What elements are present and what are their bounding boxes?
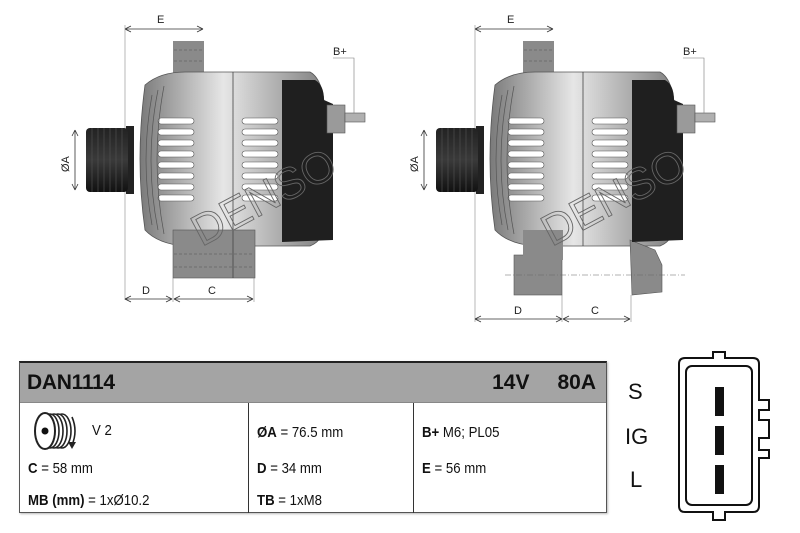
pin-s bbox=[715, 387, 724, 416]
spec-a: ØA = 76.5 mm bbox=[257, 424, 343, 441]
spec-e-value: = 56 mm bbox=[430, 460, 487, 477]
dim-label-c: C bbox=[591, 305, 599, 317]
dimension-d: D bbox=[474, 295, 563, 323]
dim-label-e: E bbox=[507, 14, 514, 26]
spec-d-key: D bbox=[257, 460, 267, 477]
dim-label-a: ØA bbox=[409, 155, 421, 172]
spec-column-2: ØA = 76.5 mm D = 34 mm TB = 1xM8 bbox=[249, 403, 414, 513]
spec-mb-key: MB (mm) bbox=[28, 492, 85, 509]
dim-label-bplus: B+ bbox=[333, 46, 347, 58]
spec-a-value: = 76.5 mm bbox=[276, 424, 344, 441]
spec-e-key: E bbox=[422, 460, 431, 477]
spec-a-key: ØA bbox=[257, 424, 277, 441]
spec-c-key: C bbox=[28, 460, 38, 477]
dim-label-d: D bbox=[514, 305, 522, 317]
pulley bbox=[436, 126, 484, 194]
dimension-a: ØA bbox=[409, 129, 428, 191]
spec-c-value: = 58 mm bbox=[37, 460, 93, 477]
dimension-c: C bbox=[172, 278, 255, 303]
spec-e: E = 56 mm bbox=[422, 460, 486, 477]
dimension-c: C bbox=[562, 295, 632, 323]
pin-ig bbox=[715, 426, 724, 455]
dim-label-c: C bbox=[208, 285, 216, 297]
spec-mb: MB (mm) = 1xØ10.2 bbox=[28, 492, 149, 509]
spec-tb: TB = 1xM8 bbox=[257, 492, 322, 509]
voltage: 14V bbox=[492, 370, 530, 394]
spec-body: V 2 C = 58 mm MB (mm) = 1xØ10.2 ØA = 76.… bbox=[20, 403, 606, 513]
spec-c: C = 58 mm bbox=[28, 460, 93, 477]
spec-tb-value: = 1xM8 bbox=[274, 492, 322, 509]
dim-label-a: ØA bbox=[60, 155, 72, 172]
alternator-drawing-front: E bbox=[40, 0, 380, 320]
spec-mb-value: = 1xØ10.2 bbox=[84, 492, 150, 509]
dim-label-d: D bbox=[142, 285, 150, 297]
spec-bplus-key: B+ bbox=[422, 424, 440, 441]
amperage: 80A bbox=[557, 370, 596, 394]
dimension-a: ØA bbox=[60, 129, 79, 191]
pin-l bbox=[715, 465, 724, 494]
pulley-spec: V 2 bbox=[32, 411, 115, 453]
spec-bplus-value: M6; PL05 bbox=[439, 424, 500, 441]
connector-diagram: S IG L bbox=[620, 345, 790, 525]
pulley-icon bbox=[34, 412, 76, 450]
part-number: DAN1114 bbox=[27, 370, 115, 394]
alternator-drawing-side: E bbox=[400, 0, 740, 330]
pulley bbox=[86, 126, 134, 194]
spec-tb-key: TB bbox=[257, 492, 275, 509]
pulley-label: V 2 bbox=[92, 421, 112, 439]
spec-bplus: B+ M6; PL05 bbox=[422, 424, 499, 441]
spec-column-3: B+ M6; PL05 E = 56 mm bbox=[414, 403, 606, 513]
pin-label-ig: IG bbox=[625, 424, 649, 449]
spec-column-1: V 2 C = 58 mm MB (mm) = 1xØ10.2 bbox=[20, 403, 249, 513]
dimension-e: E bbox=[124, 14, 204, 300]
connector-plug-icon bbox=[678, 351, 770, 521]
dim-label-e: E bbox=[157, 14, 164, 26]
spec-table: DAN1114 14V 80A V 2 C = 58 mm MB (mm) = … bbox=[19, 361, 607, 513]
dim-label-bplus: B+ bbox=[683, 46, 697, 58]
dimension-d: D bbox=[124, 285, 173, 303]
pin-label-l: L bbox=[630, 467, 643, 492]
spec-d: D = 34 mm bbox=[257, 460, 322, 477]
spec-d-value: = 34 mm bbox=[266, 460, 322, 477]
spec-header: DAN1114 14V 80A bbox=[20, 363, 606, 403]
pin-label-s: S bbox=[628, 379, 643, 404]
